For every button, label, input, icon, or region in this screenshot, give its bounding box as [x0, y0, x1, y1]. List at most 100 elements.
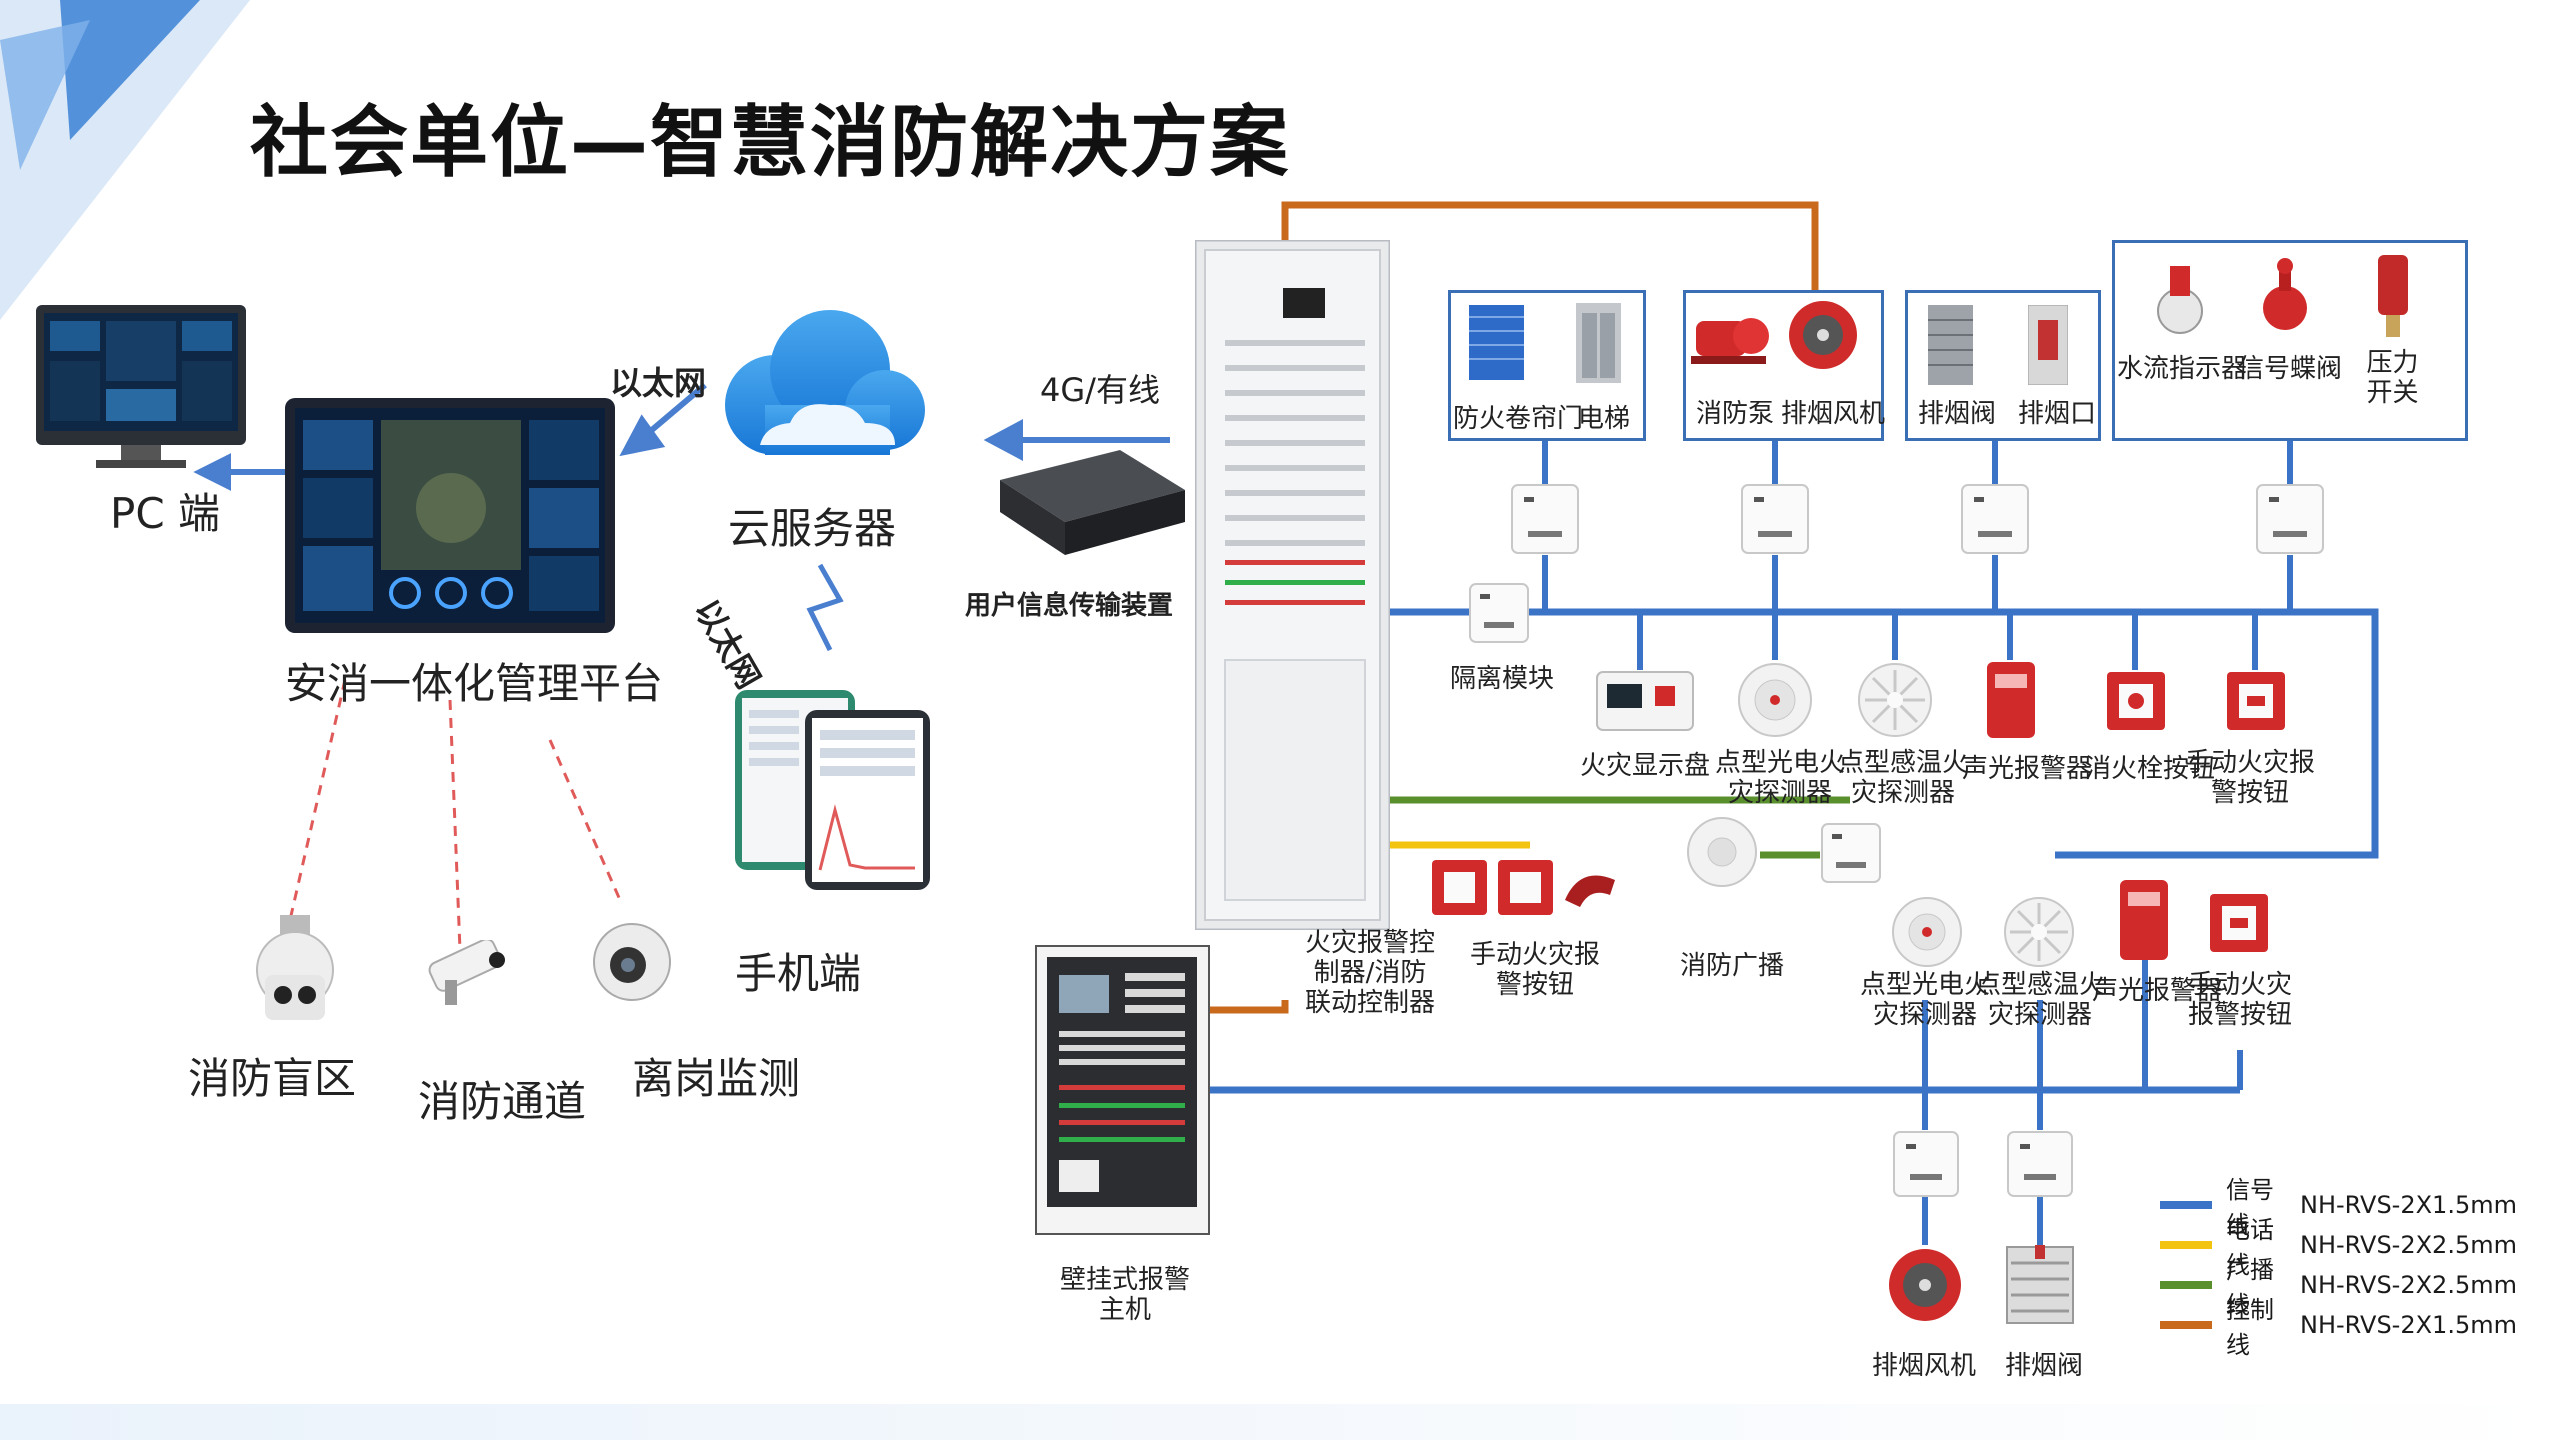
top-box-2-item-1: 消防泵 — [1696, 399, 1775, 429]
bottom-device-2: 排烟阀 — [2005, 1351, 2084, 1381]
bullet-camera-icon — [428, 940, 505, 1005]
legend-spec-phone: NH-RVS-2X2.5mm — [2300, 1231, 2517, 1259]
platform-label: 安消一体化管理平台 — [285, 659, 664, 708]
row2-device-1: 点型光电火灾探测器 — [1860, 970, 1991, 1030]
top-box-4-item-1: 水流指示器 — [2117, 354, 2248, 384]
legend-spec-control: NH-RVS-2X1.5mm — [2300, 1311, 2517, 1339]
row1-device-2: 点型光电火灾探测器 — [1715, 748, 1846, 808]
legend-row-control: 控制线 NH-RVS-2X1.5mm — [2160, 1290, 2517, 1360]
isolation-module-icon — [1469, 583, 1529, 643]
row2-heat-detector-icon — [2004, 897, 2074, 967]
page-title: 社会单位—智慧消防解决方案 — [250, 98, 1291, 188]
row1-device-4: 声光报警器 — [1962, 754, 2093, 784]
bottom-band — [0, 1404, 2560, 1440]
row1-device-3: 点型感温火灾探测器 — [1838, 748, 1969, 808]
elevator-icon — [1576, 303, 1621, 383]
top-box-4: 水流指示器 信号蝶阀 压力开关 — [2112, 240, 2468, 441]
module-icon-1 — [1511, 484, 1579, 554]
legend-name-phone: 电话线 — [2226, 1216, 2274, 1279]
wall-host-label: 壁挂式报警主机 — [1060, 1265, 1191, 1325]
legend-spec-signal: NH-RVS-2X1.5mm — [2300, 1191, 2517, 1219]
ethernet-label-1: 以太网 — [610, 364, 707, 402]
legend-name-broadcast: 广播线 — [2226, 1256, 2274, 1319]
row2-device-3: 声光报警器 — [2092, 976, 2223, 1006]
cabinet-label: 火灾报警控制器/消防联动控制器 — [1305, 928, 1436, 1018]
link-label: 4G/有线 — [1040, 371, 1160, 409]
top-box-3: 排烟阀 排烟口 — [1905, 290, 2101, 441]
smoke-detector-icon — [1738, 663, 1812, 737]
row2-device-2: 点型感温火灾探测器 — [1975, 970, 2106, 1030]
row2-smoke-detector-icon — [1892, 897, 1962, 967]
top-box-3-item-2: 排烟口 — [2018, 399, 2097, 429]
manual-button-phone-group-icon — [1432, 860, 1615, 915]
transmitter-label: 用户信息传输装置 — [965, 591, 1174, 621]
wall-alarm-host-icon — [1035, 945, 1210, 1235]
bottom-device-1: 排烟风机 — [1872, 1351, 1977, 1381]
camera-label-3: 离岗监测 — [632, 1054, 801, 1103]
fire-display-panel-icon — [1596, 671, 1694, 731]
signal-valve-icon — [2263, 258, 2307, 330]
legend-swatch-signal — [2160, 1201, 2212, 1209]
row2-broadcast: 消防广播 — [1680, 951, 1785, 981]
legend-row-broadcast: 广播线 NH-RVS-2X2.5mm — [2160, 1250, 2517, 1320]
pressure-switch-icon — [2378, 255, 2408, 337]
smoke-exhaust-fan-icon — [1789, 301, 1857, 369]
row2-manual-button: 手动火灾报警按钮 — [1470, 940, 1601, 1000]
top-box-3-item-1: 排烟阀 — [1918, 399, 1997, 429]
top-box-1: 防火卷帘门 电梯 — [1448, 290, 1646, 441]
broadcast-speaker-icon — [1687, 817, 1757, 887]
legend-spec-broadcast: NH-RVS-2X2.5mm — [2300, 1271, 2517, 1299]
mobile-phone-icon — [735, 690, 930, 890]
fire-shutter-icon — [1469, 305, 1524, 380]
row2-manual-alarm-button-icon — [2210, 894, 2268, 952]
camera-label-1: 消防盲区 — [188, 1054, 357, 1103]
ptz-camera-icon — [256, 915, 334, 1020]
bottom-smoke-damper-icon — [2006, 1245, 2074, 1324]
legend-row-phone: 电话线 NH-RVS-2X2.5mm — [2160, 1210, 2517, 1280]
row2-device-4: 手动火灾报警按钮 — [2187, 970, 2292, 1030]
top-box-4-item-3: 压力开关 — [2366, 348, 2419, 408]
cloud-label: 云服务器 — [728, 504, 897, 553]
row1-device-5: 消火栓按钮 — [2085, 754, 2216, 784]
legend-swatch-broadcast — [2160, 1281, 2212, 1289]
isolation-label: 隔离模块 — [1450, 664, 1555, 694]
corner-decoration — [0, 0, 250, 320]
legend-swatch-control — [2160, 1321, 2212, 1329]
fire-alarm-cabinet-icon — [1195, 240, 1390, 930]
smoke-vent-icon — [2028, 305, 2068, 385]
legend-name-control: 控制线 — [2226, 1296, 2274, 1359]
heat-detector-icon — [1858, 663, 1932, 737]
pc-label: PC 端 — [110, 489, 221, 538]
smoke-damper-icon — [1928, 305, 1973, 385]
fire-pump-icon — [1691, 318, 1769, 364]
module-icon-4 — [2256, 484, 2324, 554]
legend-swatch-phone — [2160, 1241, 2212, 1249]
camera-label-2: 消防通道 — [418, 1077, 587, 1126]
top-box-2-item-2: 排烟风机 — [1781, 399, 1886, 429]
legend-name-signal: 信号线 — [2226, 1176, 2274, 1239]
hydrant-button-icon — [2107, 672, 2165, 730]
manual-alarm-button-icon — [2227, 672, 2285, 730]
top-box-4-item-2: 信号蝶阀 — [2238, 354, 2343, 384]
module-icon-3 — [1961, 484, 2029, 554]
top-box-1-item-1: 防火卷帘门 — [1453, 404, 1584, 434]
transmitter-device-icon — [1000, 450, 1185, 555]
platform-dashboard-icon — [285, 398, 615, 633]
row1-device-1: 火灾显示盘 — [1580, 751, 1711, 781]
row2-sound-light-alarm-icon — [2120, 880, 2168, 960]
module-icon-2 — [1741, 484, 1809, 554]
pc-monitor-icon — [36, 305, 246, 468]
bottom-module-icon-2 — [2007, 1131, 2073, 1197]
water-flow-indicator-icon — [2157, 266, 2203, 334]
broadcast-module-icon — [1821, 823, 1881, 883]
bottom-exhaust-fan-icon — [1889, 1249, 1961, 1321]
bottom-module-icon-1 — [1893, 1131, 1959, 1197]
sound-light-alarm-icon — [1987, 662, 2035, 738]
row1-device-6: 手动火灾报警按钮 — [2185, 748, 2316, 808]
cloud-icon — [725, 310, 925, 455]
dome-camera-icon — [593, 923, 671, 1001]
top-box-2: 消防泵 排烟风机 — [1683, 290, 1886, 441]
mobile-label: 手机端 — [735, 949, 862, 998]
top-box-1-item-2: 电梯 — [1578, 404, 1631, 434]
